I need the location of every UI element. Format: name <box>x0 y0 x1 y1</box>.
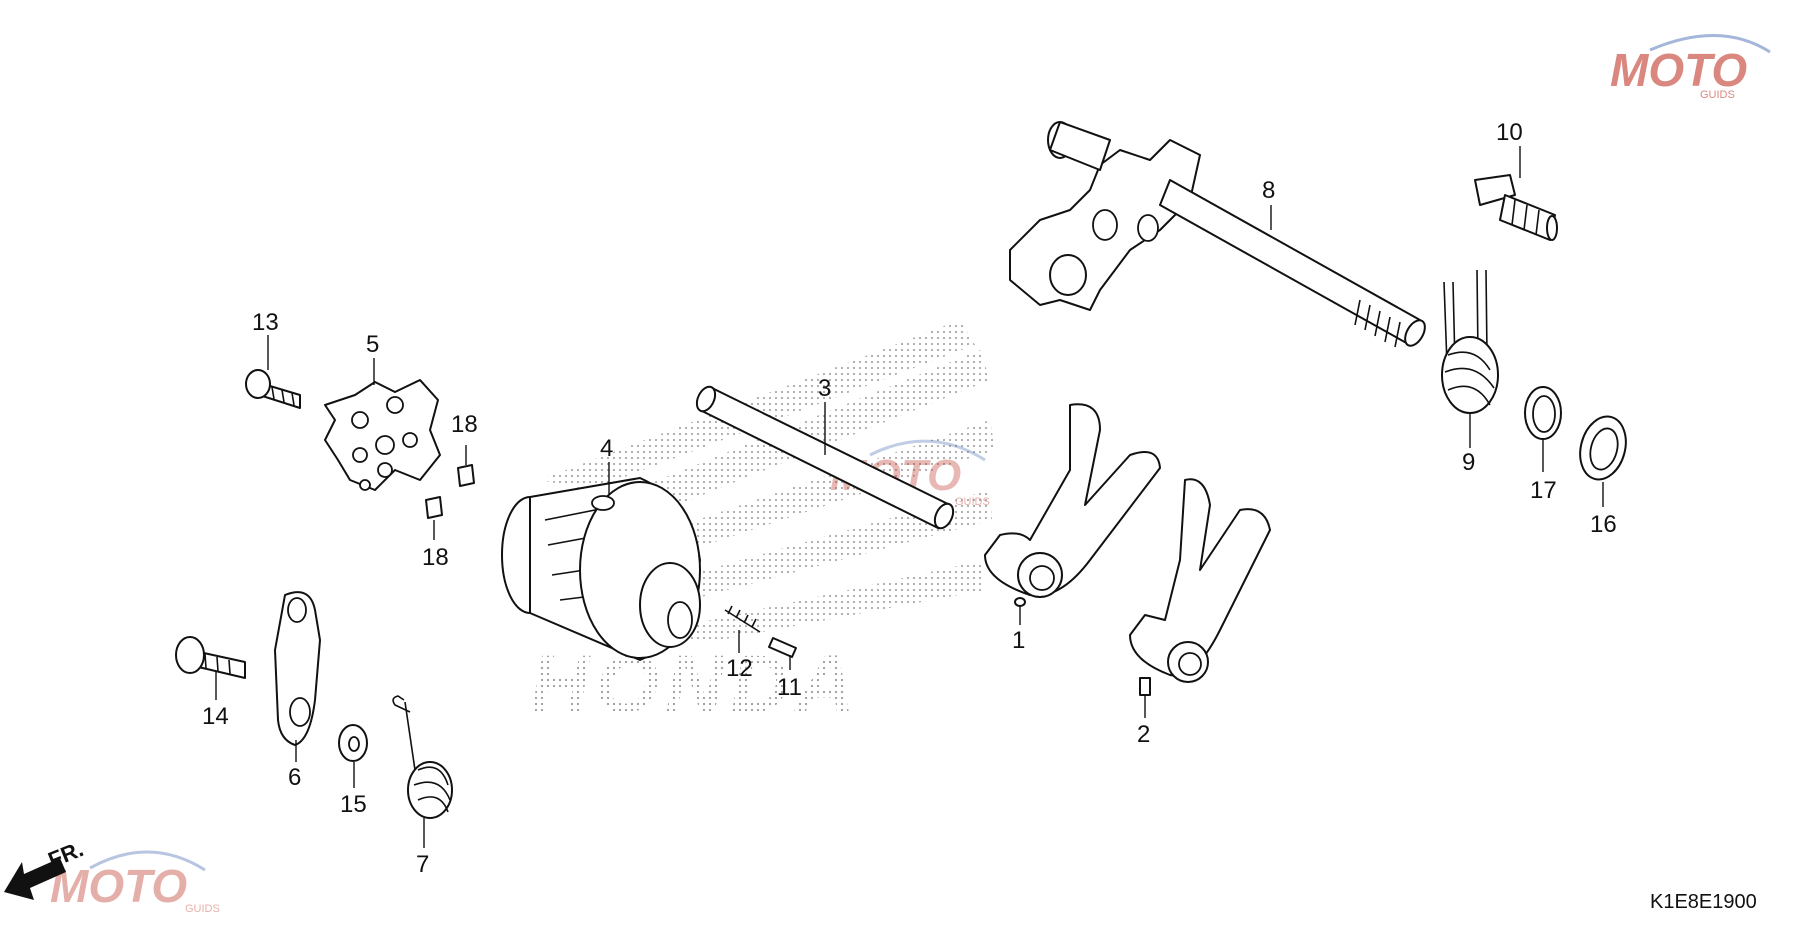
part-14-bolt <box>175 636 246 679</box>
part-5-drum-center-plate <box>324 379 441 491</box>
part-4-shift-drum <box>501 477 701 661</box>
callout-15: 15 <box>340 791 367 818</box>
callouts: 13 5 18 18 4 3 8 10 9 17 16 1 2 12 11 14… <box>202 119 1617 878</box>
part-16-washer <box>1579 415 1627 481</box>
part-18-dowel-pin-lower <box>425 496 443 519</box>
part-10-bolt <box>1474 174 1558 241</box>
callout-12: 12 <box>726 655 753 682</box>
svg-text:MOTO: MOTO <box>1610 44 1747 96</box>
part-15-washer <box>338 724 368 762</box>
callout-13: 13 <box>252 309 279 336</box>
callout-17: 17 <box>1530 477 1557 504</box>
part-17-circlip <box>1524 386 1562 440</box>
callout-11: 11 <box>777 674 802 701</box>
part-2-shift-fork <box>1129 478 1271 696</box>
part-6-stopper-arm <box>274 591 321 746</box>
callout-18-upper: 18 <box>451 411 478 438</box>
callout-3: 3 <box>818 375 831 402</box>
part-18-dowel-pin-upper <box>457 464 475 487</box>
moto-logo-top-right: MOTO GUIDS <box>1610 34 1771 101</box>
callout-4: 4 <box>600 435 613 462</box>
callout-18-lower: 18 <box>422 544 449 571</box>
moto-logo-bottom-left: MOTO GUIDS <box>50 850 220 915</box>
part-11-pin <box>768 637 797 658</box>
part-7-stopper-spring <box>392 695 453 819</box>
callout-8: 8 <box>1262 177 1275 204</box>
callout-2: 2 <box>1137 721 1150 748</box>
callout-1: 1 <box>1012 627 1025 654</box>
part-12-spring <box>724 605 761 633</box>
callout-10: 10 <box>1496 119 1523 146</box>
callout-14: 14 <box>202 703 229 730</box>
diagram-code: K1E8E1900 <box>1650 891 1757 913</box>
callout-7: 7 <box>416 851 429 878</box>
part-3-shift-fork-shaft <box>695 385 955 530</box>
svg-text:MOTO: MOTO <box>50 860 187 912</box>
part-13-bolt <box>245 369 301 409</box>
svg-text:GUIDS: GUIDS <box>185 903 220 915</box>
svg-text:GUIDS: GUIDS <box>955 496 990 508</box>
honda-text-watermark: HONDA <box>530 639 861 730</box>
part-8-gearshift-spindle <box>1009 121 1426 348</box>
callout-6: 6 <box>288 764 301 791</box>
callout-9: 9 <box>1462 449 1475 476</box>
svg-text:GUIDS: GUIDS <box>1700 89 1735 101</box>
part-1-shift-fork <box>984 403 1161 607</box>
callout-5: 5 <box>366 331 379 358</box>
part-9-return-spring <box>1441 269 1499 414</box>
leader-lines <box>215 146 1604 848</box>
callout-16: 16 <box>1590 511 1617 538</box>
